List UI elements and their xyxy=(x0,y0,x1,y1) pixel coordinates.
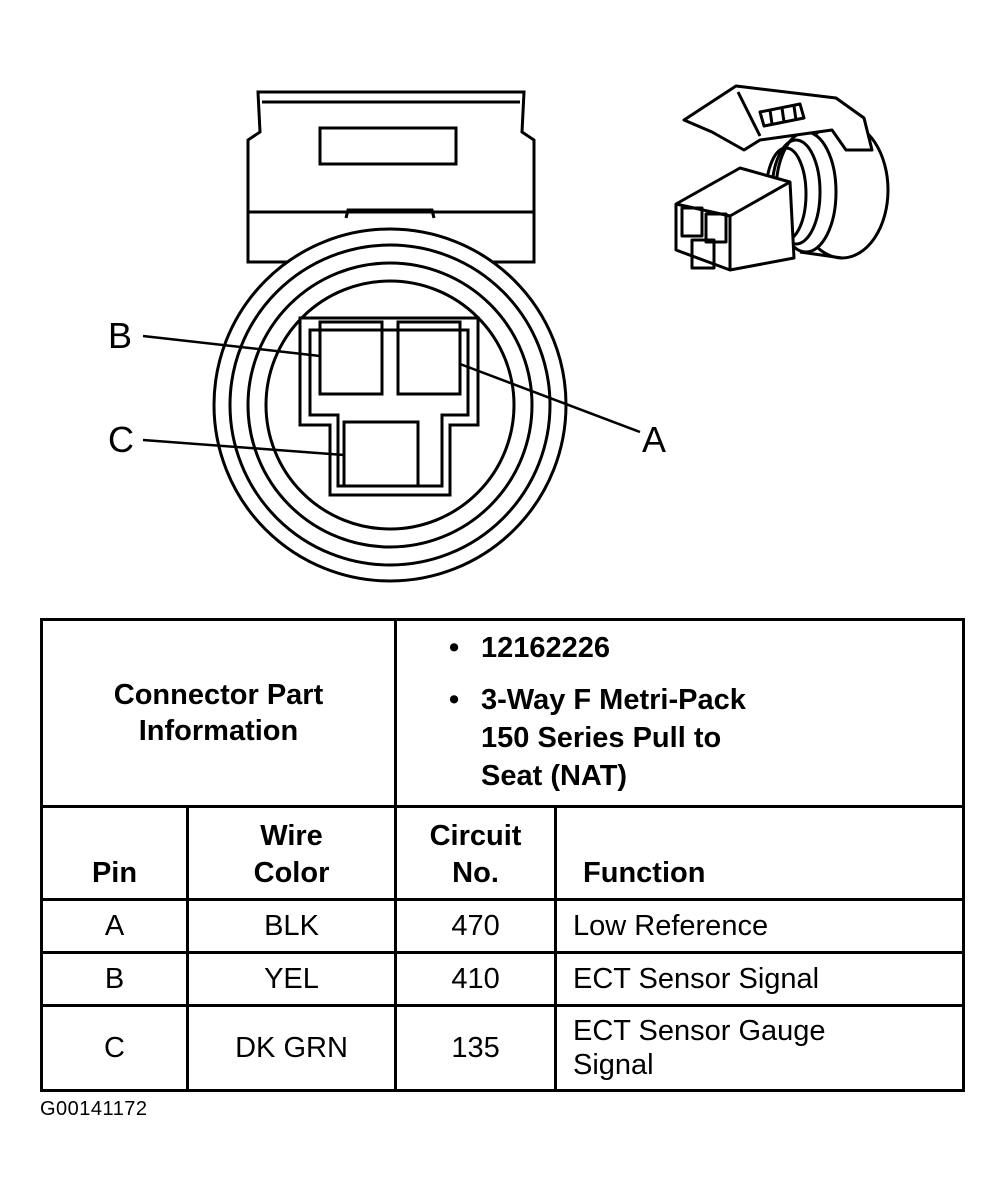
pin-label-a: A xyxy=(642,419,666,460)
part-info-bullets: • 12162226 • 3-Way F Metri-Pack 150 Seri… xyxy=(394,618,966,808)
table-row: B YEL 410 ECT Sensor Signal xyxy=(40,951,966,1007)
column-header-pin: Pin xyxy=(40,805,189,901)
part-number-bullet: • 12162226 xyxy=(449,629,962,667)
column-header-wire-color: Wire Color xyxy=(185,805,398,901)
pin-cell: C xyxy=(40,1004,189,1092)
circuit-no-cell: 410 xyxy=(394,951,558,1007)
cavity-a xyxy=(396,320,462,396)
cavity-b xyxy=(318,320,384,396)
part-info-header: Connector Part Information xyxy=(39,618,398,808)
pin-cell: B xyxy=(40,951,189,1007)
part-number: 12162226 xyxy=(481,632,611,664)
column-header-circuit-no: Circuit No. xyxy=(394,805,558,901)
function-cell: ECT Sensor Signal xyxy=(554,951,966,1007)
wire-color-cell: BLK xyxy=(185,898,398,954)
table-row: C DK GRN 135 ECT Sensor Gauge Signal xyxy=(40,1004,966,1092)
connector-type-bullet: • 3-Way F Metri-Pack 150 Series Pull to … xyxy=(449,681,962,795)
table-row: A BLK 470 Low Reference xyxy=(40,898,966,954)
connector-diagram: B C A xyxy=(108,84,890,583)
function-cell: ECT Sensor Gauge Signal xyxy=(554,1004,966,1092)
column-header-function: Function xyxy=(554,805,966,901)
bullet-dot: • xyxy=(449,632,460,664)
connector-info-table: Connector Part Information • 12162226 • … xyxy=(39,618,966,1092)
part-info-header-text: Connector Part Information xyxy=(113,679,324,747)
circuit-no-cell: 135 xyxy=(394,1004,558,1092)
column-header-wire-color-text: Wire Color xyxy=(253,820,330,889)
wire-color-cell: YEL xyxy=(185,951,398,1007)
bullet-dot: • xyxy=(449,684,460,716)
column-header-circuit-no-text: Circuit No. xyxy=(429,820,522,889)
connector-isometric-view xyxy=(674,84,890,272)
leader-line-a xyxy=(459,362,641,434)
figure-id: G00141172 xyxy=(40,1098,148,1120)
connector-face-view xyxy=(212,90,568,583)
circuit-no-cell: 470 xyxy=(394,898,558,954)
part-info-row: Connector Part Information • 12162226 • … xyxy=(39,618,966,808)
pin-label-c: C xyxy=(108,419,134,460)
leader-line-b xyxy=(142,334,321,358)
pin-label-b: B xyxy=(108,315,132,356)
function-cell-text: ECT Sensor Gauge Signal xyxy=(573,1015,826,1081)
leader-line-c xyxy=(142,438,345,457)
column-header-row: Pin Wire Color Circuit No. Function xyxy=(40,805,966,901)
connector-type: 3-Way F Metri-Pack 150 Series Pull to Se… xyxy=(481,684,746,792)
wire-color-cell: DK GRN xyxy=(185,1004,398,1092)
pin-cell: A xyxy=(40,898,189,954)
function-cell: Low Reference xyxy=(554,898,966,954)
